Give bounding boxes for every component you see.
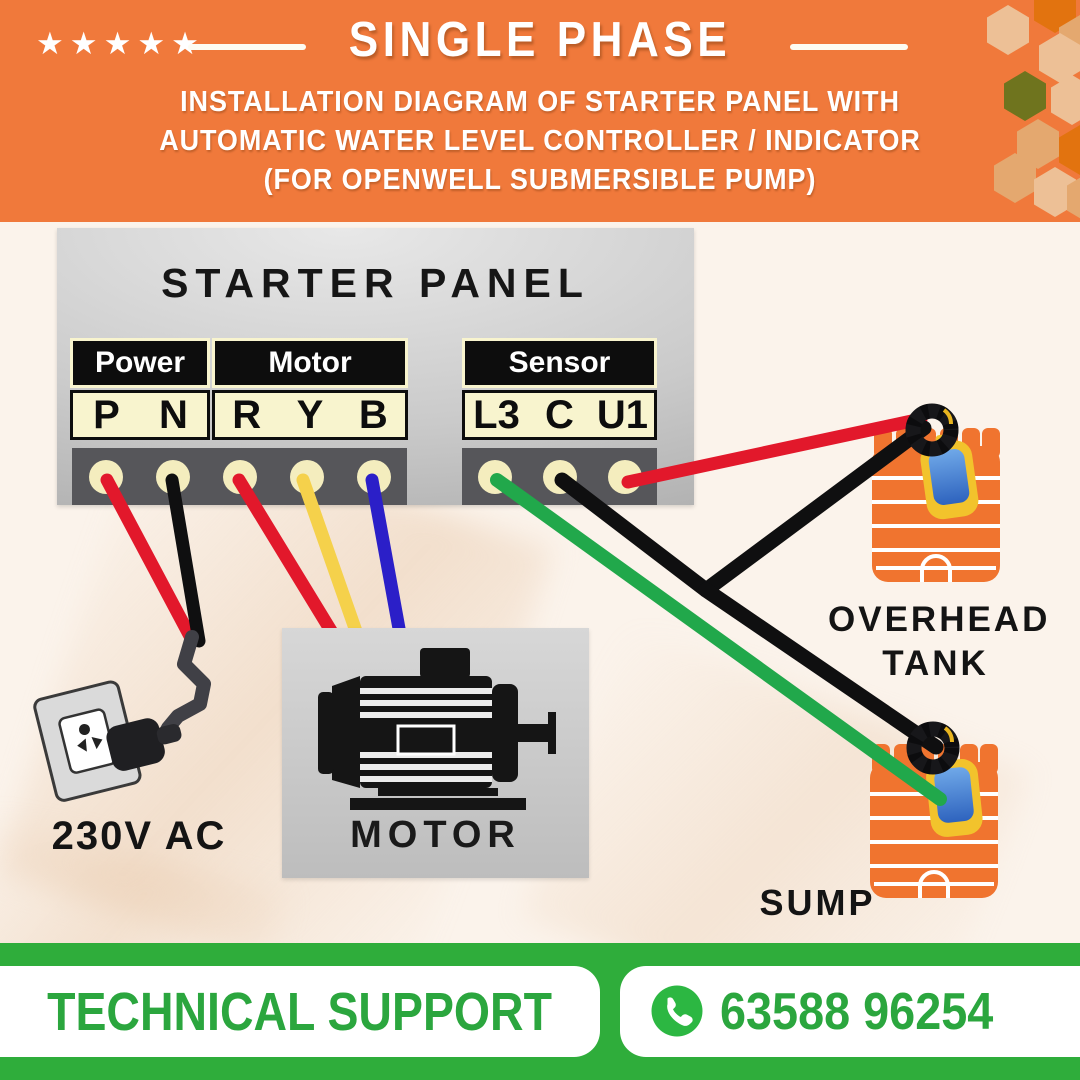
terminal-label-u1: U1 [596,392,649,437]
power-group-label: Power [70,338,210,388]
power-plug [30,678,240,833]
technical-support-box: TECHNICAL SUPPORT [0,966,600,1057]
terminal-label-l3: L3 [473,392,520,437]
terminal-label-n: N [159,392,188,437]
divider-dash [790,44,908,50]
terminal-screw [222,459,257,494]
starter-panel-title: STARTER PANEL [161,260,590,306]
header-banner: ★★★★★ SINGLE PHASE INSTALLATION DIAGRAM … [0,0,1080,222]
subtitle-line: INSTALLATION DIAGRAM OF STARTER PANEL WI… [180,86,900,118]
terminal-screw [88,459,123,494]
terminal-label-c: C [545,392,574,437]
star-rating-icon: ★★★★★ [36,26,205,61]
hexagon-cell [1067,177,1080,219]
terminal-label-p: P [93,392,120,437]
sensor-group-label: Sensor [462,338,657,388]
divider-dash [188,44,306,50]
sump-label: SUMP [759,882,876,923]
terminal-strip [462,448,657,505]
motor-label: MOTOR [350,814,521,856]
whatsapp-icon [649,982,705,1039]
terminal-screw [289,459,324,494]
hexagon-cell [1034,167,1076,217]
power-source-label: 230V AC [51,814,227,858]
hexagon-cell [994,153,1036,203]
subtitle-line: AUTOMATIC WATER LEVEL CONTROLLER / INDIC… [159,125,921,157]
terminal-label-y: Y [296,392,324,437]
footer-band: TECHNICAL SUPPORT 63588 96254 [0,943,1080,1080]
honeycomb-decoration-icon [987,0,1080,219]
terminal-screw [155,459,190,494]
hexagon-cell [1004,71,1046,121]
subtitle-line: (FOR OPENWELL SUBMERSIBLE PUMP) [263,164,817,196]
support-phone-number: 63588 96254 [720,982,994,1041]
hexagon-cell [1017,119,1059,169]
motor-terminal-group: Motor R Y B [212,338,408,440]
terminal-screw [607,459,642,494]
starter-panel: STARTER PANEL Power P N Motor R Y B Sens… [57,228,694,505]
motor-icon [317,648,556,810]
cable-coil-icon [901,714,965,778]
hexagon-cell [1059,125,1080,175]
hexagon-cell [1051,75,1080,125]
page-title: SINGLE PHASE [348,13,732,67]
overhead-tank-label: OVERHEAD [828,600,1051,639]
hexagon-cell [1039,33,1080,83]
terminal-strip [72,448,407,505]
terminal-screw [477,459,512,494]
terminal-label-r: R [232,392,262,437]
technical-support-label: TECHNICAL SUPPORT [47,981,553,1042]
hexagon-cell [987,5,1029,55]
terminal-label-b: B [358,392,388,437]
motor-group-label: Motor [212,338,408,388]
cable-coil-icon [900,396,964,460]
power-terminal-group: Power P N [70,338,210,440]
motor-box: MOTOR [282,628,589,878]
terminal-screw [542,459,577,494]
power-plug-icon [33,680,182,802]
sensor-terminal-group: Sensor L3 C U1 [462,338,657,440]
overhead-tank-label: TANK [882,644,989,683]
phone-box: 63588 96254 [620,966,1080,1057]
terminal-screw [356,459,391,494]
